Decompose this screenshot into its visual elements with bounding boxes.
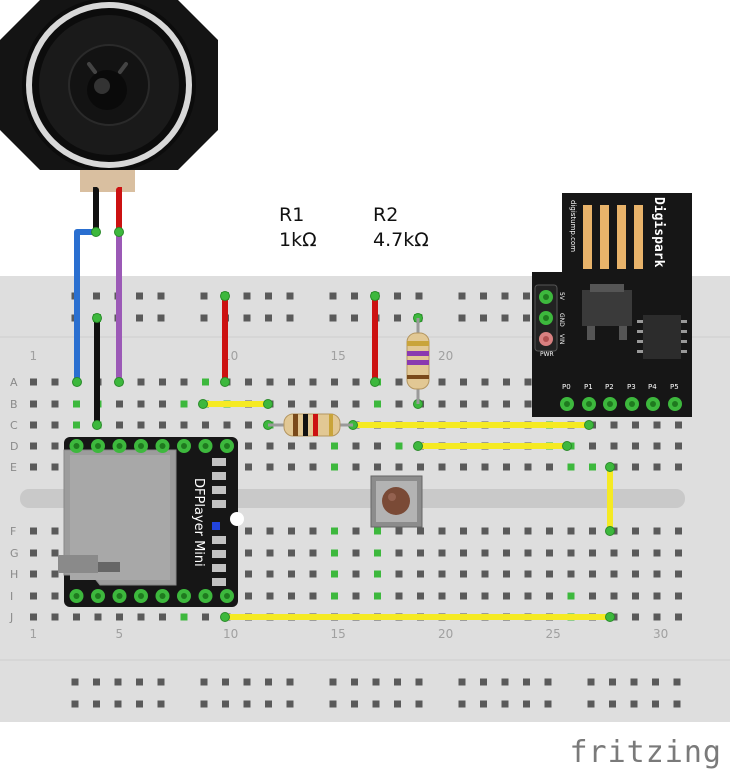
row-letter-left: I: [10, 590, 13, 603]
wire-blue: [74, 229, 100, 385]
dfplayer-pins: [69, 439, 234, 603]
digispark-io-pin-label: P5: [670, 383, 679, 391]
row-letter-left: A: [10, 376, 18, 389]
column-number: 15: [331, 627, 346, 641]
column-number: 20: [438, 349, 453, 363]
column-number: 1: [30, 349, 38, 363]
push-button: [370, 475, 423, 528]
digispark-pwr-label: PWR: [540, 351, 554, 358]
digispark: [532, 193, 692, 417]
digispark-label: Digispark: [651, 197, 666, 268]
r2-value-label: 4.7kΩ: [373, 229, 429, 251]
fritzing-logo: fritzing: [569, 735, 722, 770]
column-number: 10: [223, 627, 238, 641]
digispark-power-pin-label: GND: [558, 313, 565, 327]
wires: [74, 187, 613, 620]
dfplayer-mini: [58, 437, 244, 607]
row-letter-left: H: [10, 568, 18, 581]
digispark-power-pin-label: 5V: [558, 292, 565, 301]
digispark-io-pin-label: P1: [584, 383, 593, 391]
digispark-usb-text: digistump.com: [569, 200, 577, 252]
resistor-r1: [268, 413, 353, 437]
digispark-pin-labels: P0 P1 P2 P3 P4 P5 5V GND VIN PWR: [540, 292, 679, 391]
column-number: 30: [653, 627, 668, 641]
digispark-io-pin-label: P2: [605, 383, 614, 391]
row-letter-left: D: [10, 440, 18, 453]
digispark-io-pin-label: P4: [648, 383, 657, 391]
resistor-r2: [406, 318, 430, 404]
digispark-io-pin-label: P0: [562, 383, 571, 391]
dfplayer-label: DFPlayer Mini: [191, 478, 206, 567]
digispark-power-pin-label: VIN: [558, 334, 565, 344]
r1-name-label: R1: [279, 204, 305, 226]
row-letter-left: B: [10, 398, 18, 411]
row-letter-left: E: [10, 461, 17, 474]
digispark-io-pin-label: P3: [627, 383, 636, 391]
row-letter-left: G: [10, 547, 19, 560]
column-number: 1: [30, 627, 38, 641]
digispark-pins: [539, 290, 682, 411]
speaker: [0, 0, 218, 195]
row-letter-left: J: [9, 611, 13, 624]
column-number: 25: [546, 627, 561, 641]
column-number: 15: [331, 349, 346, 363]
r2-name-label: R2: [373, 204, 399, 226]
r1-value-label: 1kΩ: [279, 229, 317, 251]
row-letter-left: F: [10, 525, 16, 538]
row-letter-left: C: [10, 419, 18, 432]
column-number: 5: [116, 627, 124, 641]
column-number: 20: [438, 627, 453, 641]
